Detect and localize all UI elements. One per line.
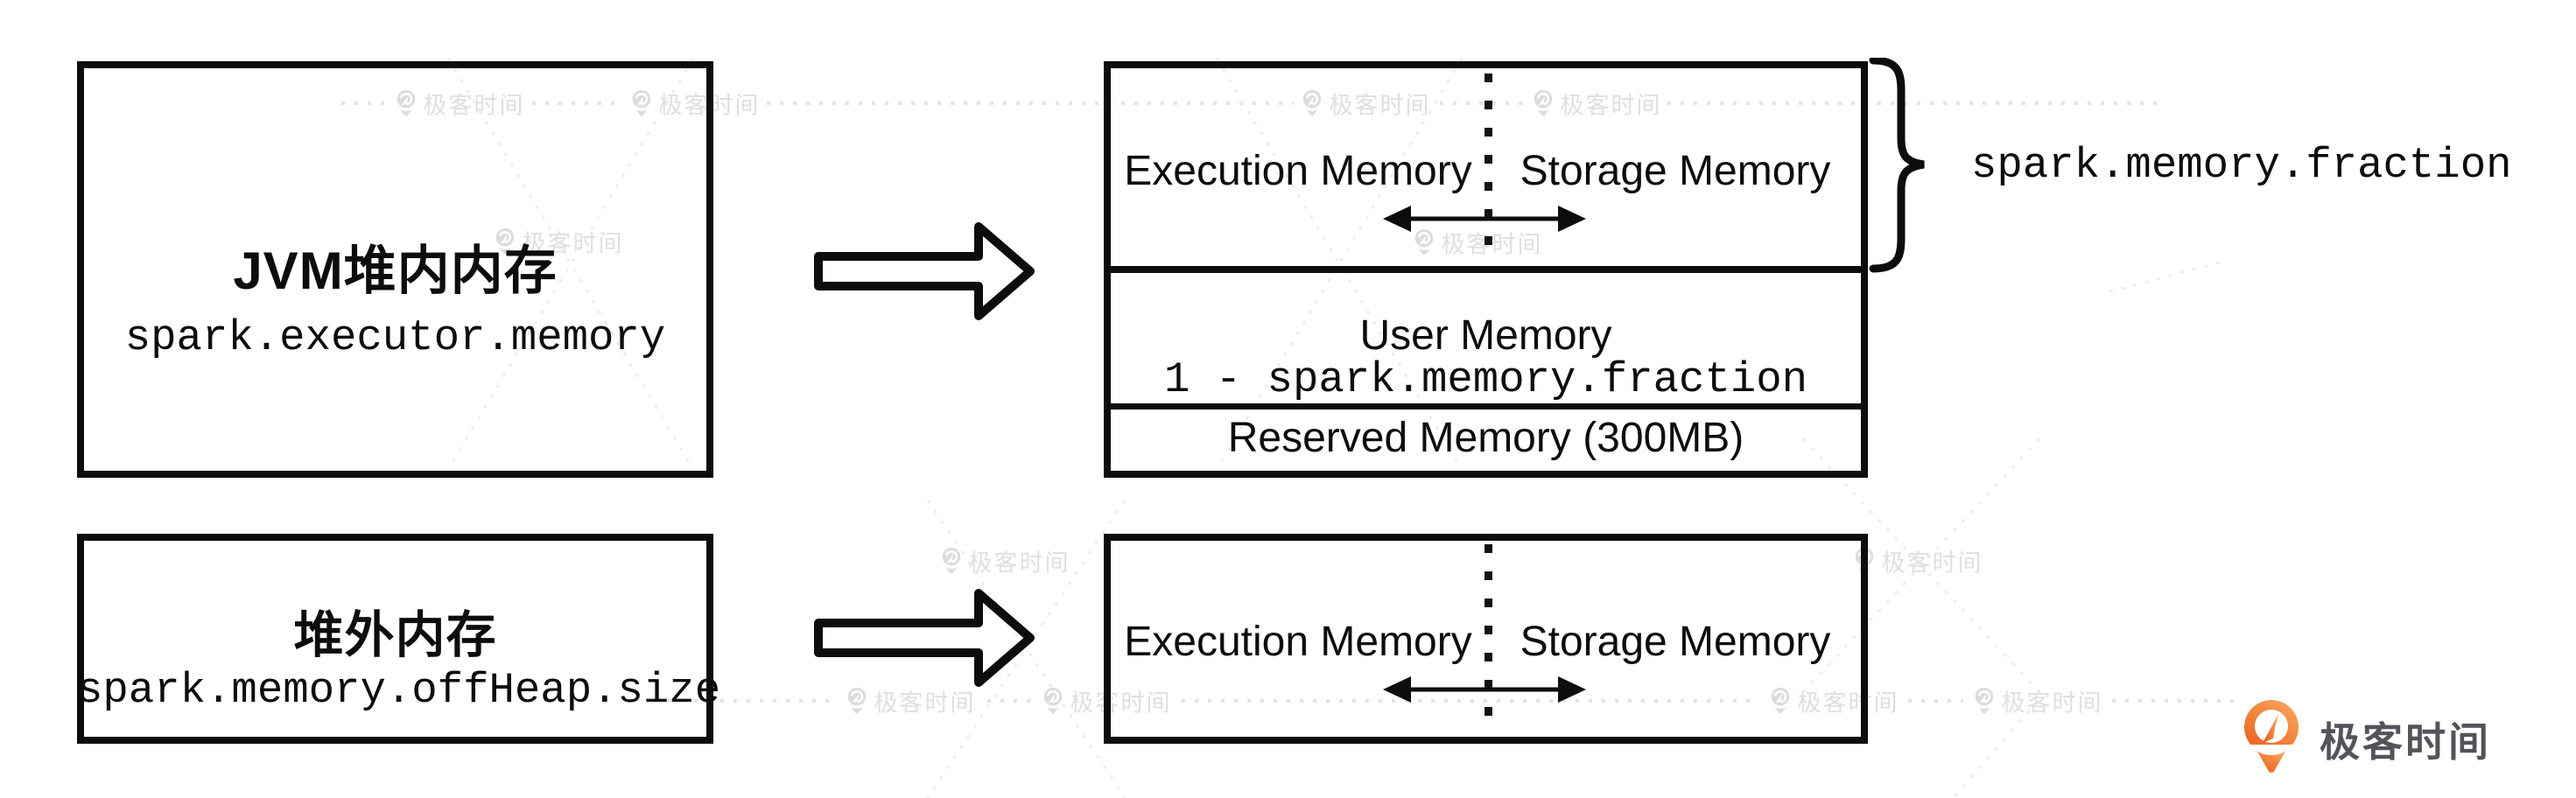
watermark-text: 极客时间 bbox=[2001, 690, 2103, 717]
watermark-diagonal-line bbox=[1950, 700, 2039, 798]
user-memory-code: 1 - spark.memory.fraction bbox=[1163, 355, 1808, 404]
watermark-diagonal-line bbox=[2109, 258, 2229, 293]
watermark-dotted-line bbox=[1908, 699, 1963, 703]
heap-divider-2 bbox=[1111, 403, 1861, 410]
geektime-watermark-icon bbox=[1043, 687, 1063, 713]
transfer-arrow-bottom-icon bbox=[1383, 676, 1586, 703]
block-arrow-bottom-icon bbox=[814, 589, 1035, 687]
offheap-title: 堆外内存 bbox=[293, 607, 497, 663]
jvm-heap-title: JVM堆内内存 bbox=[233, 242, 558, 300]
watermark-text: 极客时间 bbox=[968, 550, 1070, 577]
offheap-config-code: spark.memory.offHeap.size bbox=[77, 666, 721, 715]
reserved-memory-label: Reserved Memory (300MB) bbox=[1227, 415, 1744, 461]
geektime-watermark-icon bbox=[942, 547, 961, 573]
transfer-arrow-top-icon bbox=[1383, 206, 1586, 232]
watermark-item: 极客时间 bbox=[940, 544, 1070, 578]
dotted-divider-top-icon bbox=[1485, 74, 1492, 261]
watermark-item: 极客时间 bbox=[1973, 684, 2103, 718]
jvm-heap-config-code: spark.executor.memory bbox=[124, 313, 666, 362]
heap-divider-1 bbox=[1111, 266, 1861, 273]
offheap-box bbox=[77, 534, 713, 744]
geektime-logo: 极客时间 bbox=[2237, 696, 2491, 783]
storage-memory-label-heap: Storage Memory bbox=[1520, 148, 1831, 194]
watermark-dotted-line bbox=[987, 699, 1033, 703]
geektime-logo-icon bbox=[2244, 700, 2299, 773]
curly-brace-icon bbox=[1869, 58, 1925, 273]
geektime-watermark-icon bbox=[1975, 687, 1994, 713]
watermark-item: 极客时间 bbox=[1853, 544, 1983, 578]
geektime-watermark-icon bbox=[847, 687, 867, 713]
block-arrow-top-icon bbox=[814, 222, 1035, 320]
execution-memory-label-heap: Execution Memory bbox=[1124, 148, 1472, 194]
geektime-logo-text: 极客时间 bbox=[2320, 719, 2491, 765]
execution-memory-label-offheap: Execution Memory bbox=[1124, 619, 1472, 665]
storage-memory-label-offheap: Storage Memory bbox=[1520, 619, 1831, 665]
fraction-config-label: spark.memory.fraction bbox=[1971, 141, 2512, 190]
dotted-divider-bottom-icon bbox=[1485, 544, 1492, 732]
watermark-text: 极客时间 bbox=[1881, 550, 1983, 577]
user-memory-label: User Memory bbox=[1359, 312, 1612, 359]
watermark-dotted-line bbox=[2112, 699, 2241, 703]
